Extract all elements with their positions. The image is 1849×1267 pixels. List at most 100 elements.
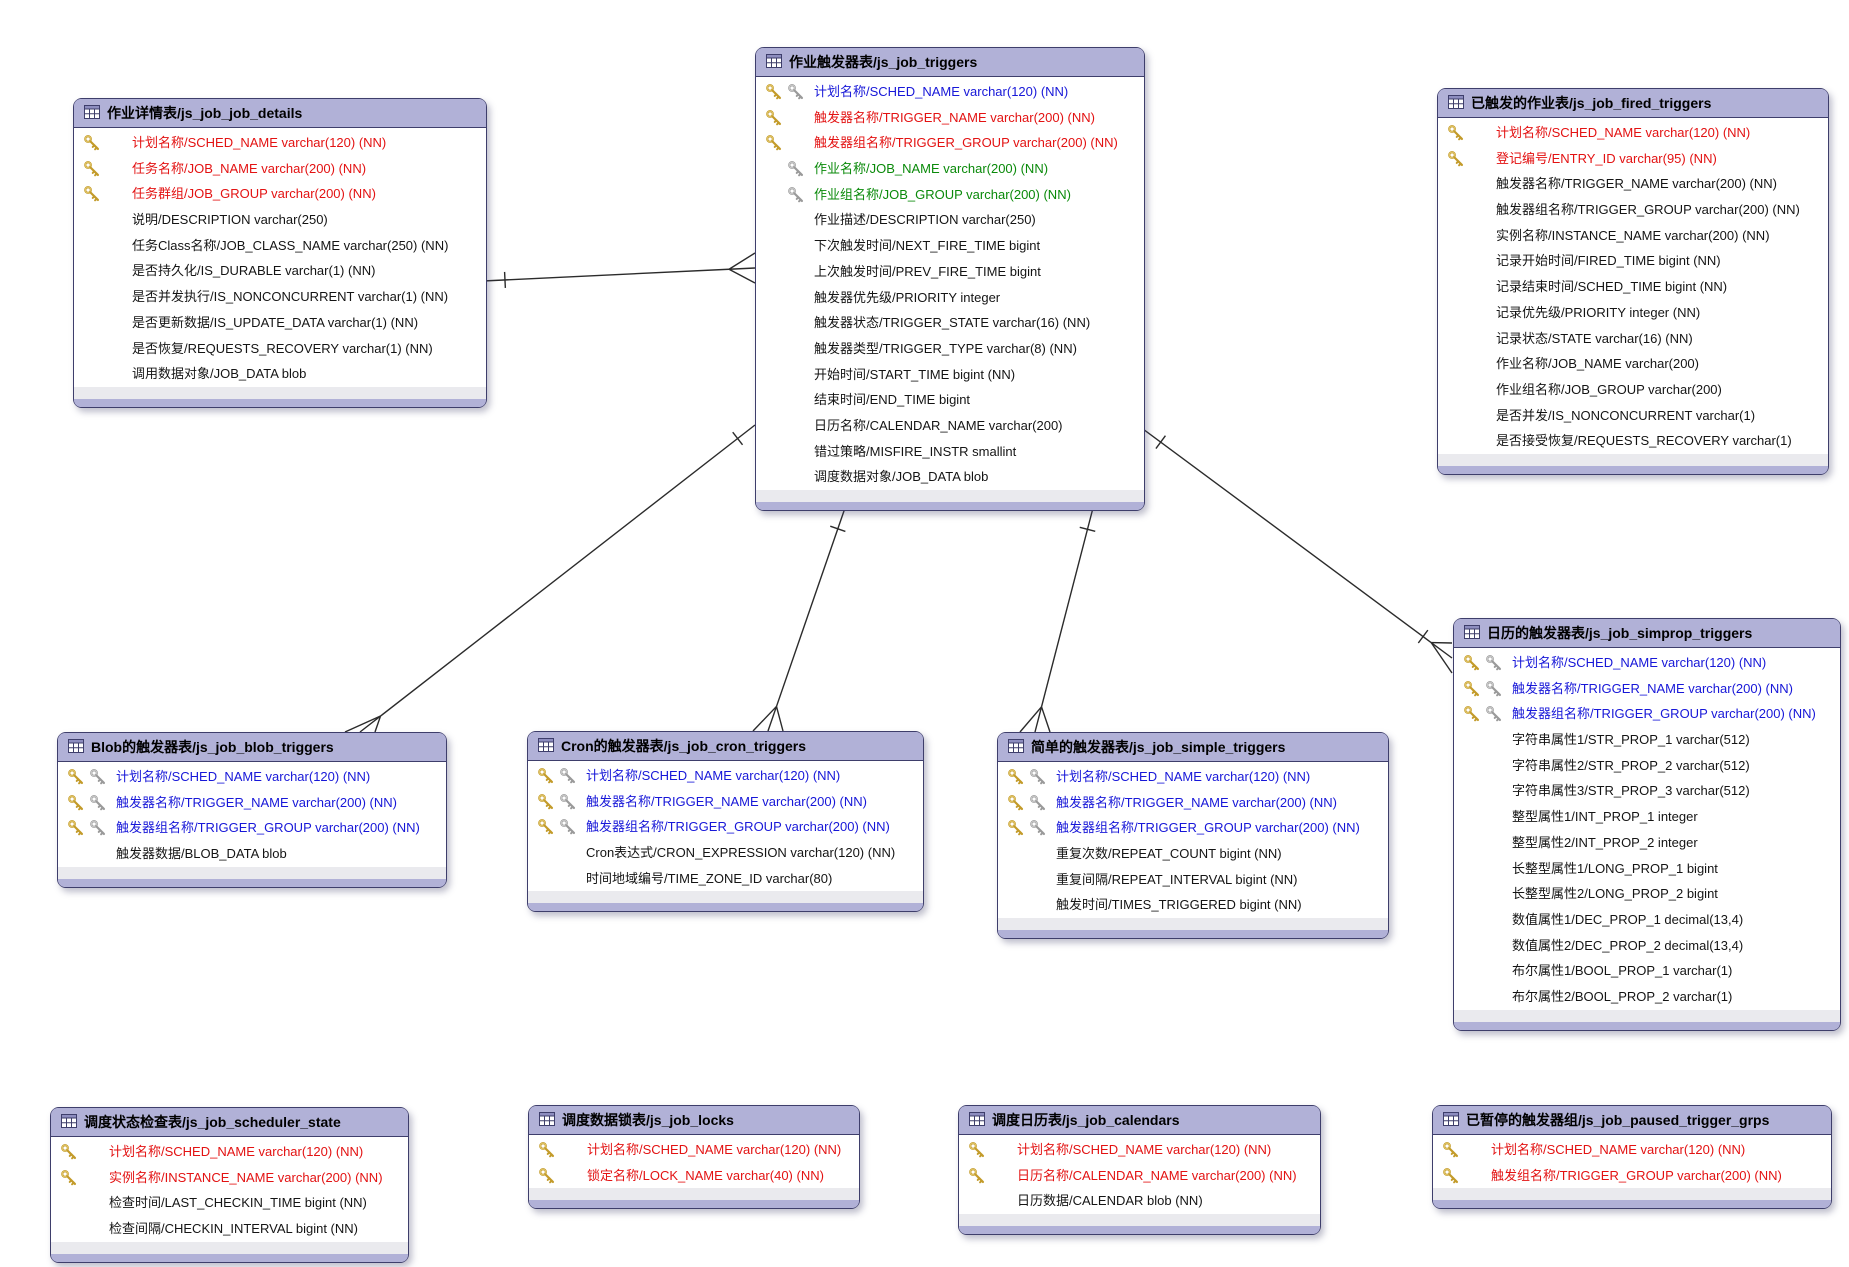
table-row[interactable]: 时间地域编号/TIME_ZONE_ID varchar(80) [528, 866, 923, 892]
table-row[interactable]: 登记编号/ENTRY_ID varchar(95) (NN) [1438, 146, 1828, 172]
table-header[interactable]: 已暂停的触发器组/js_job_paused_trigger_grps [1433, 1106, 1831, 1135]
table-row[interactable]: 计划名称/SCHED_NAME varchar(120) (NN) [528, 763, 923, 789]
table-row[interactable]: 数值属性1/DEC_PROP_1 decimal(13,4) [1454, 907, 1840, 933]
table-row[interactable]: 错过策略/MISFIRE_INSTR smallint [756, 439, 1144, 465]
table-row[interactable]: 调度数据对象/JOB_DATA blob [756, 464, 1144, 490]
table-row[interactable]: 触发器类型/TRIGGER_TYPE varchar(8) (NN) [756, 336, 1144, 362]
table-row[interactable]: 重复次数/REPEAT_COUNT bigint (NN) [998, 841, 1388, 867]
table-row[interactable]: 计划名称/SCHED_NAME varchar(120) (NN) [756, 79, 1144, 105]
table-row[interactable]: 是否恢复/REQUESTS_RECOVERY varchar(1) (NN) [74, 336, 486, 362]
table-row[interactable]: 重复间隔/REPEAT_INTERVAL bigint (NN) [998, 867, 1388, 893]
table-row[interactable]: Cron表达式/CRON_EXPRESSION varchar(120) (NN… [528, 840, 923, 866]
table-row[interactable]: 下次触发时间/NEXT_FIRE_TIME bigint [756, 233, 1144, 259]
table-row[interactable]: 计划名称/SCHED_NAME varchar(120) (NN) [74, 130, 486, 156]
table-header[interactable]: 调度状态检查表/js_job_scheduler_state [51, 1108, 408, 1137]
table-row[interactable]: 调用数据对象/JOB_DATA blob [74, 361, 486, 387]
table-row[interactable]: 锁定名称/LOCK_NAME varchar(40) (NN) [529, 1163, 859, 1189]
table-row[interactable]: 触发器组名称/TRIGGER_GROUP varchar(200) (NN) [756, 130, 1144, 156]
table-row[interactable]: 实例名称/INSTANCE_NAME varchar(200) (NN) [1438, 223, 1828, 249]
table-row[interactable]: 日历名称/CALENDAR_NAME varchar(200) [756, 413, 1144, 439]
table-row[interactable]: 作业组名称/JOB_GROUP varchar(200) (NN) [756, 182, 1144, 208]
table-row[interactable]: 字符串属性3/STR_PROP_3 varchar(512) [1454, 778, 1840, 804]
table-row[interactable]: 计划名称/SCHED_NAME varchar(120) (NN) [51, 1139, 408, 1165]
table-row[interactable]: 触发器数据/BLOB_DATA blob [58, 841, 446, 867]
table-row[interactable]: 计划名称/SCHED_NAME varchar(120) (NN) [529, 1137, 859, 1163]
table-row[interactable]: 触发器名称/TRIGGER_NAME varchar(200) (NN) [998, 790, 1388, 816]
table-row[interactable]: 触发器名称/TRIGGER_NAME varchar(200) (NN) [1438, 171, 1828, 197]
table-row[interactable]: 触发器状态/TRIGGER_STATE varchar(16) (NN) [756, 310, 1144, 336]
table-row[interactable]: 是否接受恢复/REQUESTS_RECOVERY varchar(1) [1438, 428, 1828, 454]
table-row[interactable]: 计划名称/SCHED_NAME varchar(120) (NN) [1454, 650, 1840, 676]
table-header[interactable]: 作业触发器表/js_job_triggers [756, 48, 1144, 77]
table-header[interactable]: 调度日历表/js_job_calendars [959, 1106, 1320, 1135]
table-row[interactable]: 长整型属性2/LONG_PROP_2 bigint [1454, 881, 1840, 907]
table-header[interactable]: 已触发的作业表/js_job_fired_triggers [1438, 89, 1828, 118]
table-row[interactable]: 计划名称/SCHED_NAME varchar(120) (NN) [58, 764, 446, 790]
table-row[interactable]: 触发器名称/TRIGGER_NAME varchar(200) (NN) [528, 789, 923, 815]
table-row[interactable]: 触发器组名称/TRIGGER_GROUP varchar(200) (NN) [1454, 701, 1840, 727]
table-row[interactable]: 触发组名称/TRIGGER_GROUP varchar(200) (NN) [1433, 1163, 1831, 1189]
table-row[interactable]: 整型属性1/INT_PROP_1 integer [1454, 804, 1840, 830]
table-row[interactable]: 检查时间/LAST_CHECKIN_TIME bigint (NN) [51, 1190, 408, 1216]
table-row[interactable]: 作业组名称/JOB_GROUP varchar(200) [1438, 377, 1828, 403]
table-row[interactable]: 检查间隔/CHECKIN_INTERVAL bigint (NN) [51, 1216, 408, 1242]
table-row[interactable]: 触发时间/TIMES_TRIGGERED bigint (NN) [998, 892, 1388, 918]
table-row[interactable]: 是否更新数据/IS_UPDATE_DATA varchar(1) (NN) [74, 310, 486, 336]
table-row[interactable]: 触发器组名称/TRIGGER_GROUP varchar(200) (NN) [528, 814, 923, 840]
table-row[interactable]: 任务群组/JOB_GROUP varchar(200) (NN) [74, 181, 486, 207]
table-row[interactable]: 触发器名称/TRIGGER_NAME varchar(200) (NN) [58, 790, 446, 816]
table-row[interactable]: 实例名称/INSTANCE_NAME varchar(200) (NN) [51, 1165, 408, 1191]
table-row[interactable]: 计划名称/SCHED_NAME varchar(120) (NN) [959, 1137, 1320, 1163]
table-row[interactable]: 布尔属性2/BOOL_PROP_2 varchar(1) [1454, 984, 1840, 1010]
table-header[interactable]: 调度数据锁表/js_job_locks [529, 1106, 859, 1135]
table-row[interactable]: 布尔属性1/BOOL_PROP_1 varchar(1) [1454, 958, 1840, 984]
table-row[interactable]: 说明/DESCRIPTION varchar(250) [74, 207, 486, 233]
table-row[interactable]: 任务名称/JOB_NAME varchar(200) (NN) [74, 156, 486, 182]
table-header[interactable]: 作业详情表/js_job_job_details [74, 99, 486, 128]
table-row[interactable]: 计划名称/SCHED_NAME varchar(120) (NN) [1433, 1137, 1831, 1163]
table-row[interactable]: 日历数据/CALENDAR blob (NN) [959, 1188, 1320, 1214]
table-row[interactable]: 触发器优先级/PRIORITY integer [756, 285, 1144, 311]
table-row[interactable]: 触发器组名称/TRIGGER_GROUP varchar(200) (NN) [998, 815, 1388, 841]
table-row[interactable]: 结束时间/END_TIME bigint [756, 387, 1144, 413]
table-header[interactable]: Blob的触发器表/js_job_blob_triggers [58, 733, 446, 762]
table-row[interactable]: 数值属性2/DEC_PROP_2 decimal(13,4) [1454, 933, 1840, 959]
table-row[interactable]: 是否持久化/IS_DURABLE varchar(1) (NN) [74, 258, 486, 284]
table-row[interactable]: 记录优先级/PRIORITY integer (NN) [1438, 300, 1828, 326]
table-row[interactable]: 字符串属性1/STR_PROP_1 varchar(512) [1454, 727, 1840, 753]
table-row[interactable]: 计划名称/SCHED_NAME varchar(120) (NN) [998, 764, 1388, 790]
table-row[interactable]: 记录结束时间/SCHED_TIME bigint (NN) [1438, 274, 1828, 300]
table-row[interactable]: 记录状态/STATE varchar(16) (NN) [1438, 326, 1828, 352]
table-row[interactable]: 长整型属性1/LONG_PROP_1 bigint [1454, 856, 1840, 882]
table-row[interactable]: 计划名称/SCHED_NAME varchar(120) (NN) [1438, 120, 1828, 146]
table-header[interactable]: 简单的触发器表/js_job_simple_triggers [998, 733, 1388, 762]
table-header[interactable]: Cron的触发器表/js_job_cron_triggers [528, 732, 923, 761]
table-row[interactable]: 触发器名称/TRIGGER_NAME varchar(200) (NN) [756, 105, 1144, 131]
table-row[interactable]: 日历名称/CALENDAR_NAME varchar(200) (NN) [959, 1163, 1320, 1189]
table-row[interactable]: 触发器组名称/TRIGGER_GROUP varchar(200) (NN) [58, 815, 446, 841]
table-row[interactable]: 作业名称/JOB_NAME varchar(200) [1438, 351, 1828, 377]
table-row[interactable]: 是否并发/IS_NONCONCURRENT varchar(1) [1438, 403, 1828, 429]
table-row[interactable]: 记录开始时间/FIRED_TIME bigint (NN) [1438, 248, 1828, 274]
table-row[interactable]: 开始时间/START_TIME bigint (NN) [756, 362, 1144, 388]
table-row[interactable]: 任务Class名称/JOB_CLASS_NAME varchar(250) (N… [74, 233, 486, 259]
table-row[interactable]: 整型属性2/INT_PROP_2 integer [1454, 830, 1840, 856]
table-row[interactable]: 字符串属性2/STR_PROP_2 varchar(512) [1454, 753, 1840, 779]
table-row[interactable]: 触发器组名称/TRIGGER_GROUP varchar(200) (NN) [1438, 197, 1828, 223]
table-row[interactable]: 作业描述/DESCRIPTION varchar(250) [756, 207, 1144, 233]
table-row[interactable]: 是否并发执行/IS_NONCONCURRENT varchar(1) (NN) [74, 284, 486, 310]
table-header[interactable]: 日历的触发器表/js_job_simprop_triggers [1454, 619, 1840, 648]
table-row[interactable]: 触发器名称/TRIGGER_NAME varchar(200) (NN) [1454, 676, 1840, 702]
table-row[interactable]: 作业名称/JOB_NAME varchar(200) (NN) [756, 156, 1144, 182]
